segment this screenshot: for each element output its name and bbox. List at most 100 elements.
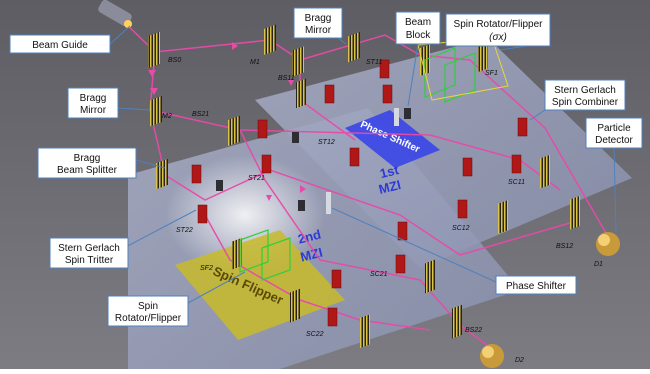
gratings	[148, 24, 580, 348]
grating-m2	[150, 96, 162, 127]
callout-text: Beam	[405, 17, 431, 28]
coil-top-1	[424, 47, 456, 98]
label-sc21: SC21	[370, 271, 388, 278]
callout-box	[293, 7, 343, 39]
leader-bragg-beam-splitter	[135, 159, 166, 169]
callout-spin-rotator-bottom: Spin Rotator/Flipper	[107, 295, 189, 327]
label-m1: M1	[250, 59, 260, 66]
beam-arrows	[148, 42, 306, 201]
beam-mzi2-lower	[239, 129, 501, 356]
callout-text: Bragg	[80, 93, 107, 104]
detector-d2	[480, 344, 504, 368]
callout-particle-detector: Particle Detector	[585, 117, 643, 149]
beam-main-upper	[119, 17, 611, 241]
callout-text: Rotator/Flipper	[115, 313, 182, 324]
first-mzi-platform	[255, 38, 632, 268]
grating-bragg-top	[348, 31, 360, 63]
callout-text: Stern Gerlach	[58, 243, 120, 254]
beam-arrow	[288, 80, 294, 86]
beam-arrow	[148, 70, 156, 77]
phase-shifter-post	[326, 192, 331, 214]
beam-block	[216, 180, 223, 191]
callout-text: Spin Combiner	[552, 97, 619, 108]
sg-block	[457, 199, 468, 219]
label-bs12: BS12	[556, 243, 573, 250]
callout-box	[107, 295, 189, 327]
callout-box	[544, 79, 626, 111]
stern-gerlach-blocks	[191, 59, 528, 327]
detector-d2-lens	[482, 346, 494, 358]
label-st22: ST22	[176, 227, 193, 234]
label-sc11: SC11	[508, 179, 525, 186]
label-st21: ST21	[248, 175, 265, 182]
callout-box	[67, 87, 119, 119]
leader-phase-shifter	[331, 207, 497, 283]
grating-sf2	[290, 288, 300, 323]
leader-bragg-mirror-left	[117, 107, 151, 111]
sg-block	[462, 157, 473, 177]
callout-beam-guide: Beam Guide	[9, 34, 111, 54]
grating-bs12	[570, 195, 580, 230]
callout-box	[9, 34, 111, 54]
sg-block	[379, 59, 390, 79]
grating-bs22	[452, 304, 462, 339]
callout-box	[37, 147, 137, 179]
spin-flipper-plate	[175, 230, 345, 340]
grating-sc22-out	[360, 314, 370, 348]
spin-rotator-coils	[239, 47, 476, 281]
callout-spin-rotator-top: Spin Rotator/Flipper (σx)	[445, 13, 551, 47]
label-d1: D1	[594, 261, 603, 268]
beam-guide-aperture	[124, 20, 132, 28]
callout-text: Bragg	[305, 13, 332, 24]
sg-block	[257, 119, 268, 139]
callout-bragg-mirror-left: Bragg Mirror	[67, 87, 119, 119]
sg-block	[191, 164, 202, 184]
callout-text: Spin	[138, 301, 158, 312]
second-mzi-label-2: MZI	[299, 245, 324, 265]
component-labels: BS0 M1 BS11 ST11 SF1 M2 BS21 ST12 SC11 S…	[162, 57, 603, 364]
first-mzi-label-1: 1st	[378, 162, 401, 181]
sg-block	[397, 221, 408, 241]
grating-bs0	[148, 31, 160, 69]
callout-text: Phase Shifter	[506, 281, 567, 292]
phase-shifter-posts	[326, 108, 399, 214]
callout-text: Spin Tritter	[65, 255, 114, 266]
detector-d1-lens	[598, 234, 610, 246]
callout-stern-gerlach-combiner: Stern Gerlach Spin Combiner	[544, 79, 626, 111]
phase-shifter-post	[394, 108, 399, 126]
leader-beam-block	[407, 43, 419, 107]
sg-block	[517, 117, 528, 137]
grating-sc12	[498, 200, 508, 234]
label-sf2: SF2	[200, 265, 213, 272]
callout-text: Mirror	[305, 25, 332, 36]
callout-box	[49, 237, 129, 269]
callout-text: Block	[406, 30, 431, 41]
beam-arrow	[150, 88, 158, 95]
callout-text: Mirror	[80, 105, 107, 116]
sg-block	[511, 154, 522, 174]
label-m2: M2	[162, 113, 172, 120]
callout-text: Detector	[595, 135, 633, 146]
callout-box	[395, 11, 441, 45]
callout-stern-gerlach-tritter: Stern Gerlach Spin Tritter	[49, 237, 129, 269]
sg-block	[261, 154, 272, 174]
grating-m1	[264, 24, 276, 55]
callout-beam-block: Beam Block	[395, 11, 441, 45]
callout-box	[495, 275, 577, 295]
callout-text: Spin Rotator/Flipper	[454, 19, 544, 30]
grating-bs21	[228, 115, 240, 147]
beam-arrow	[266, 195, 272, 201]
callout-text: (σx)	[489, 32, 507, 43]
callout-bragg-beam-splitter: Bragg Beam Splitter	[37, 147, 137, 179]
callout-phase-shifter: Phase Shifter	[495, 275, 577, 295]
grating-bs11	[292, 46, 304, 77]
grating-sf1	[478, 40, 488, 73]
beam-block	[292, 132, 299, 143]
callout-text: Beam Guide	[32, 40, 88, 51]
detector-d1	[596, 232, 620, 256]
leader-beam-guide	[109, 25, 131, 45]
leader-sg-tritter	[119, 209, 197, 251]
grating-sc11-out	[540, 154, 550, 189]
phase-shifter-plate	[345, 110, 440, 168]
